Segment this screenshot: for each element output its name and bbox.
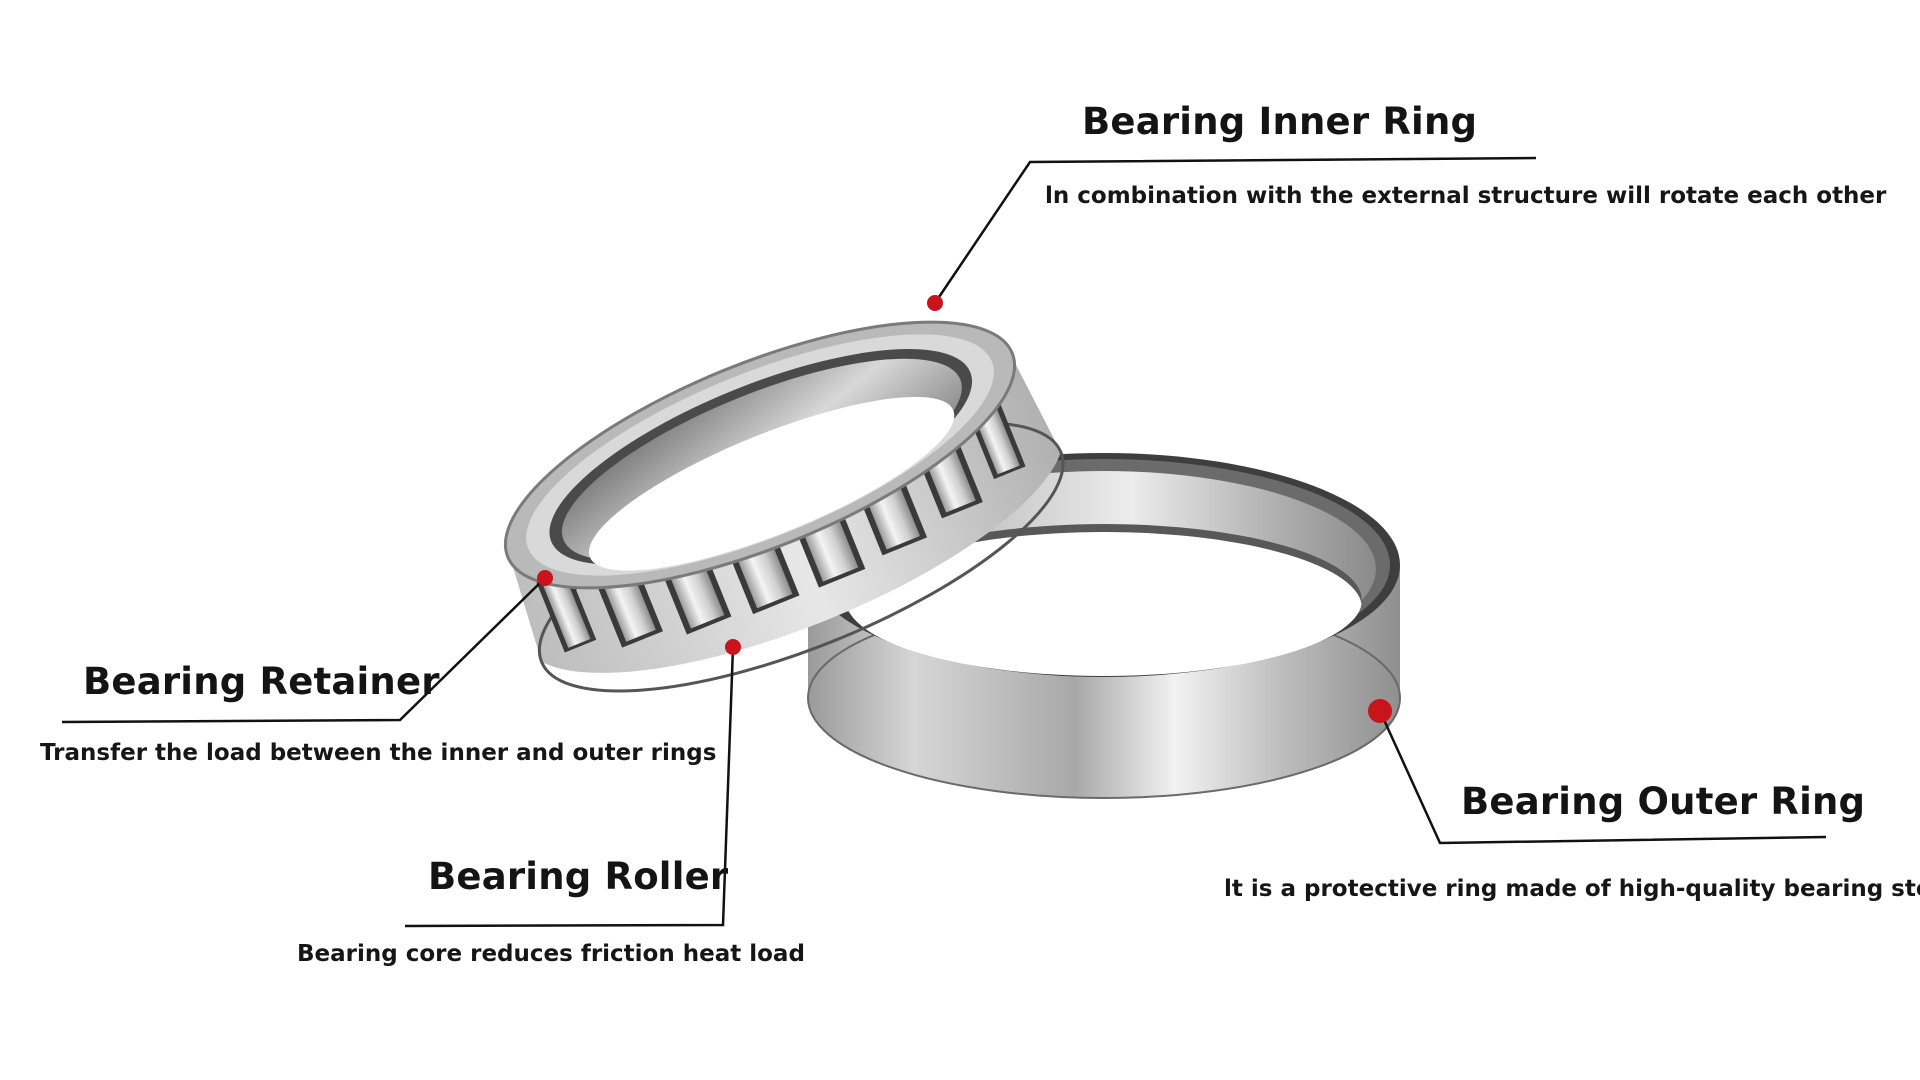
leader-outer-ring <box>1378 710 1827 845</box>
leader-retainer <box>61 577 546 724</box>
leader-lines <box>61 156 1827 928</box>
marker-retainer <box>537 570 553 586</box>
leader-inner-ring <box>933 156 1537 304</box>
marker-inner-ring <box>927 295 943 311</box>
roller-description: Bearing core reduces friction heat load <box>297 941 805 967</box>
marker-outer-ring <box>1368 699 1392 723</box>
inner-ring-description: ln combination with the external structu… <box>1045 183 1887 209</box>
retainer-title: Bearing Retainer <box>83 660 440 703</box>
outer-ring-title: Bearing Outer Ring <box>1461 780 1866 823</box>
outer-ring-description: lt is a protective ring made of high-qua… <box>1224 876 1920 902</box>
roller-title: Bearing Roller <box>428 855 729 898</box>
inner-ring-title: Bearing Inner Ring <box>1082 100 1478 143</box>
markers <box>537 295 1392 723</box>
retainer-description: Transfer the load between the inner and … <box>40 740 717 766</box>
marker-roller <box>725 639 741 655</box>
leader-roller <box>404 646 735 928</box>
